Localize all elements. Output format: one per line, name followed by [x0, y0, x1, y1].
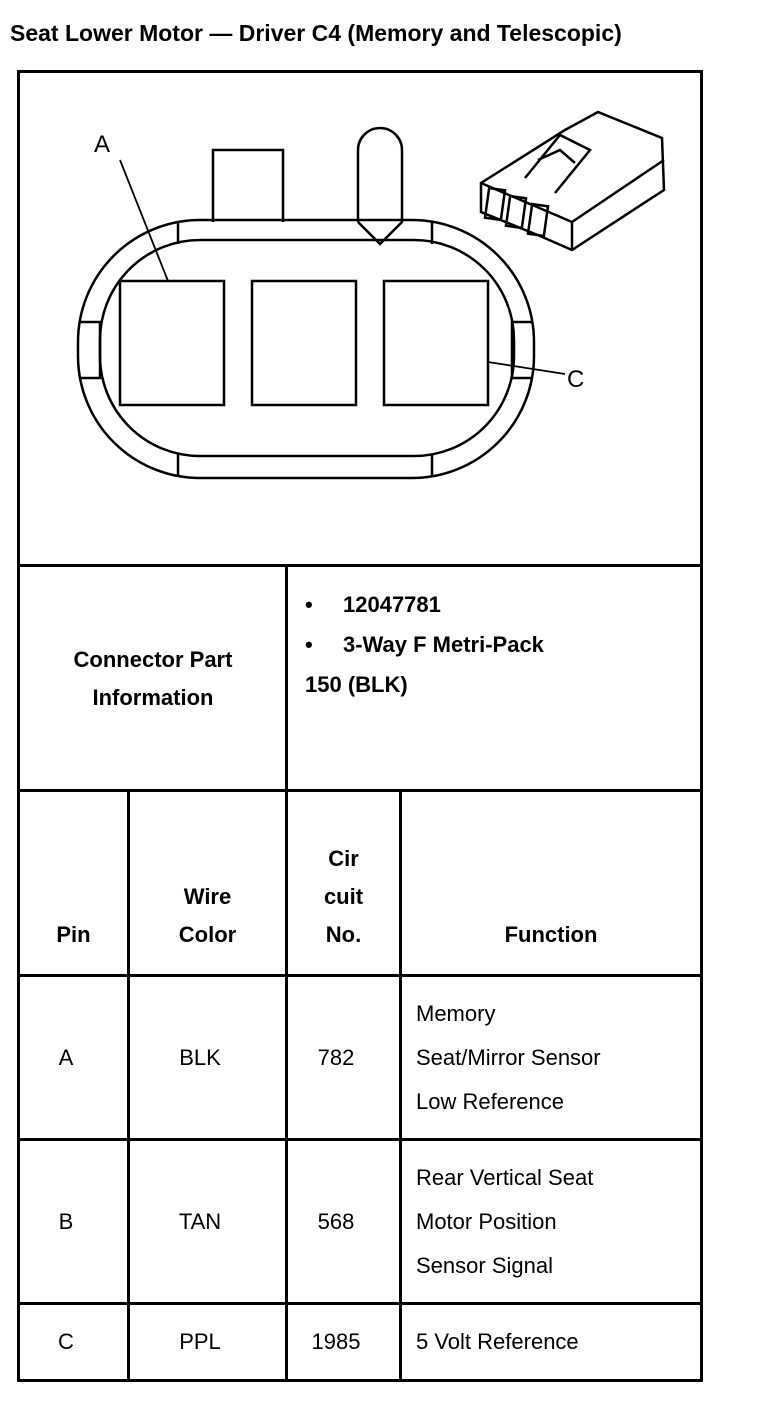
header-circuit-no: Cir cuit No.	[323, 846, 364, 947]
row-a-wire-color: BLK	[179, 1044, 221, 1070]
divider-col-circuit	[399, 789, 402, 1382]
part-number: 12047781	[343, 592, 441, 617]
row-c-function: 5 Volt Reference	[416, 1329, 579, 1354]
bullet-marker: •	[305, 592, 313, 617]
row-c-circuit: 1985	[311, 1329, 361, 1354]
divider-diagram	[17, 564, 703, 567]
connector-face-icon	[76, 126, 566, 480]
row-b-circuit: 568	[317, 1208, 355, 1234]
part-description-line2: 150 (BLK)	[305, 672, 408, 697]
part-info-label-line2: Information	[92, 685, 214, 710]
connector-part-info-label: Connector Part Information	[20, 567, 286, 791]
divider-row-a	[17, 1138, 703, 1141]
frame-left-border	[17, 70, 20, 1382]
connector-diagram: A C	[76, 110, 666, 480]
row-b-pin: B	[58, 1208, 74, 1234]
header-function: Function	[504, 922, 598, 947]
header-wire-color: Wire Color	[178, 884, 237, 947]
divider-header	[17, 974, 703, 977]
divider-part-info-col	[285, 564, 288, 792]
bullet-marker: •	[305, 632, 313, 657]
row-a-pin: A	[58, 1044, 74, 1070]
frame-right-border	[700, 70, 703, 1382]
callout-c-label: C	[567, 366, 584, 393]
row-b-function: Rear Vertical Seat Motor Position Sensor…	[416, 1164, 594, 1278]
part-description-line1: 3-Way F Metri-Pack	[343, 632, 544, 657]
row-a-function: Memory Seat/Mirror Sensor Low Reference	[416, 1000, 601, 1114]
row-b-wire-color: TAN	[178, 1208, 222, 1234]
connector-part-info-value: • 12047781 • 3-Way F Metri-Pack 150 (BLK…	[305, 585, 685, 705]
frame-top-border	[17, 70, 703, 73]
page-title: Seat Lower Motor — Driver C4 (Memory and…	[10, 20, 622, 46]
row-c-wire-color: PPL	[179, 1329, 221, 1354]
divider-part-info	[17, 789, 703, 792]
divider-col-pin	[127, 789, 130, 1382]
divider-row-b	[17, 1302, 703, 1305]
callout-a-label: A	[94, 131, 110, 158]
frame-bottom-border	[17, 1379, 703, 1382]
divider-col-wire	[285, 789, 288, 1382]
row-a-circuit: 782	[317, 1044, 355, 1070]
header-pin: Pin	[56, 922, 91, 947]
connector-body-icon	[479, 110, 666, 252]
part-info-label-line1: Connector Part	[73, 647, 233, 672]
row-c-pin: C	[58, 1329, 74, 1354]
